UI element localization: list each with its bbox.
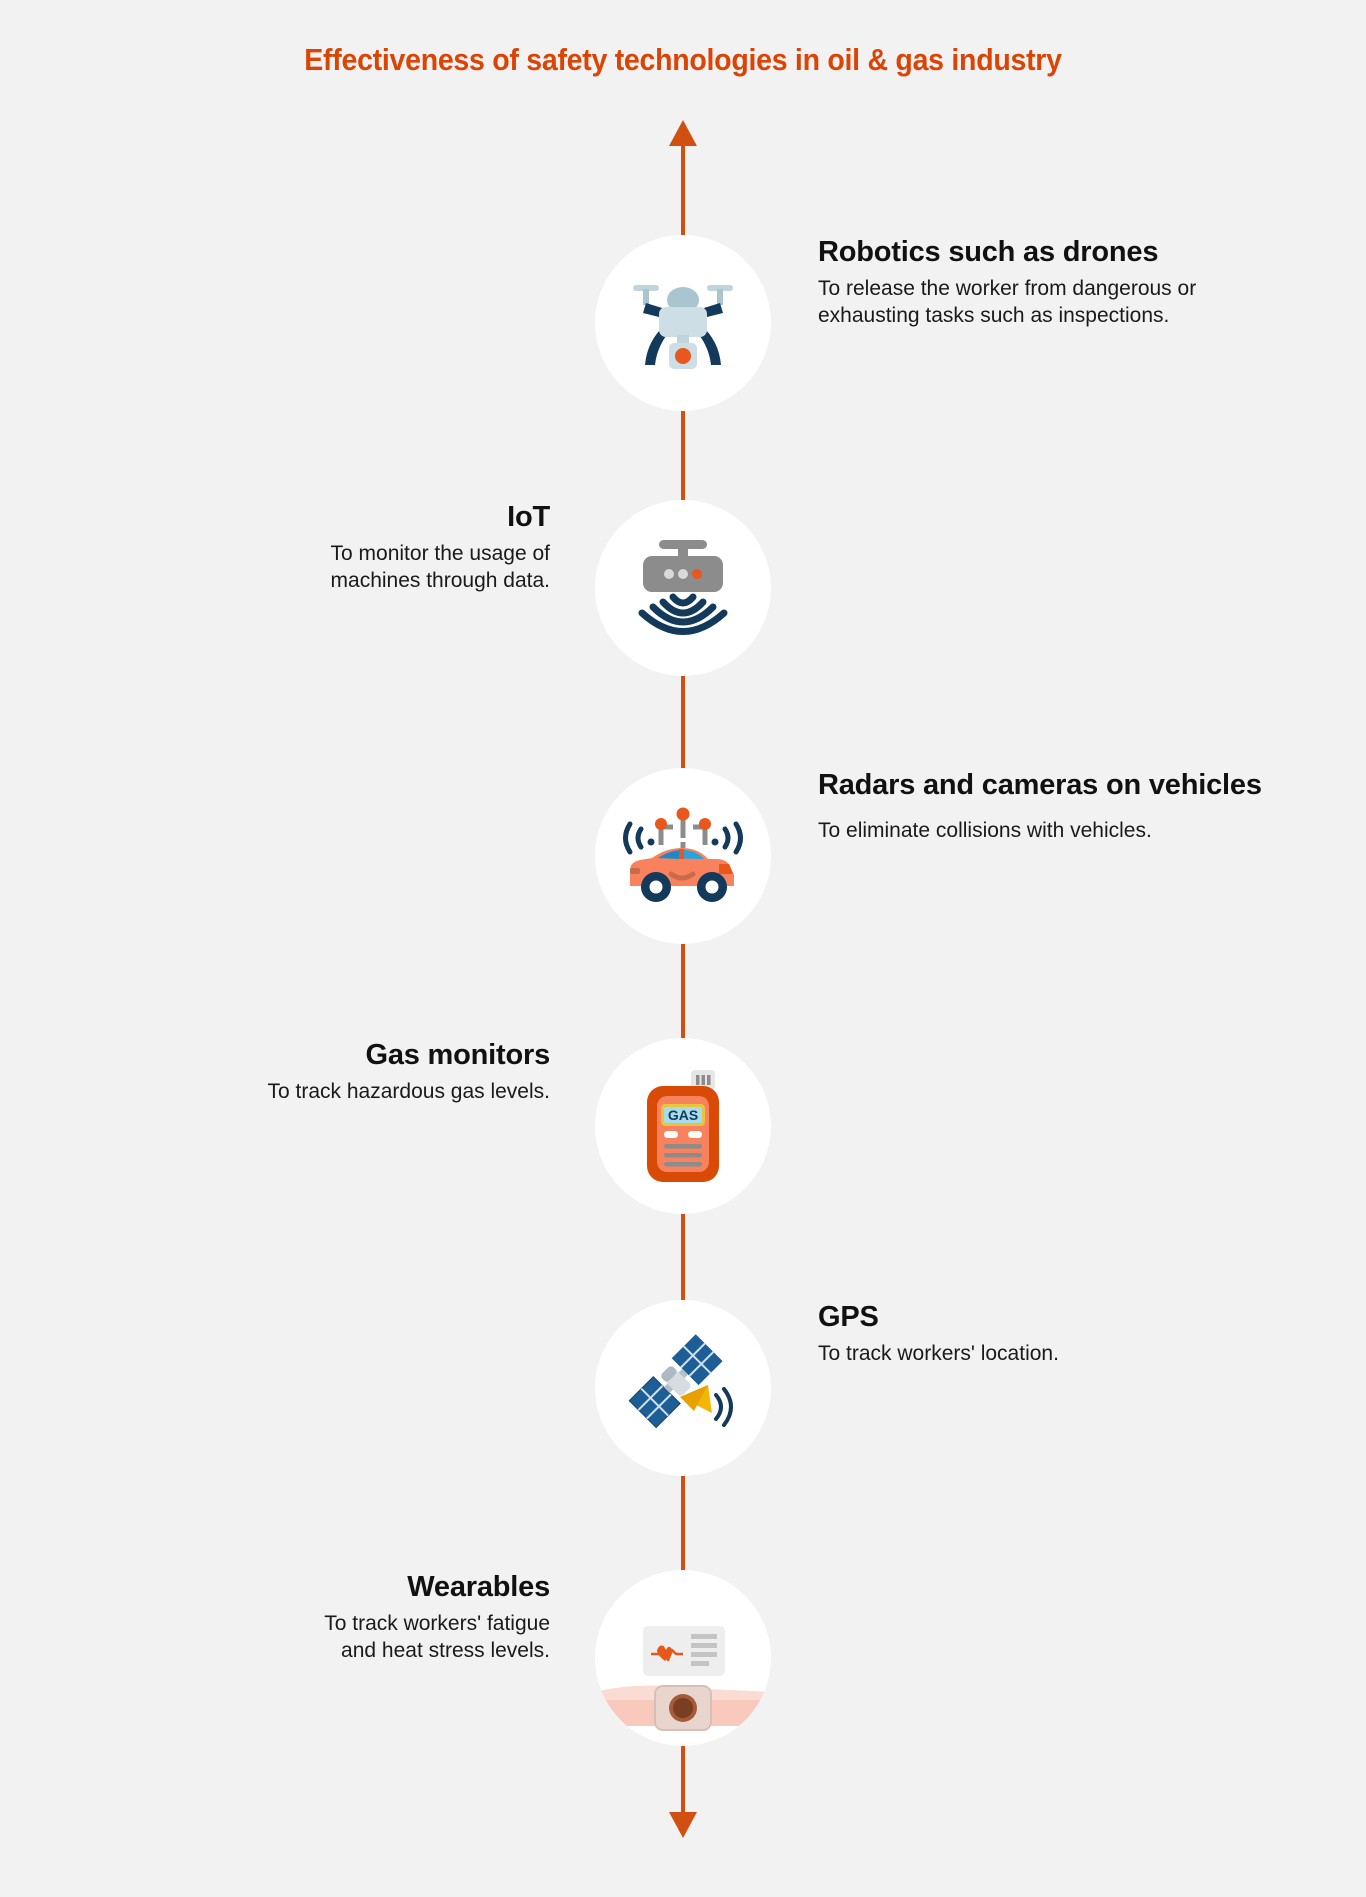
- icon-bubble-radar-vehicle: [595, 768, 771, 944]
- page-title: Effectiveness of safety technologies in …: [304, 42, 1062, 77]
- item-title: Gas monitors: [365, 1039, 550, 1071]
- item-title-line: Radars and cameras: [818, 769, 1099, 801]
- item-title: IoT: [507, 501, 550, 533]
- down-arrow-head-icon: [669, 1812, 697, 1838]
- drone-icon: [619, 269, 747, 377]
- gas-monitor-icon: GAS: [635, 1068, 731, 1184]
- gas-display-label: GAS: [668, 1107, 698, 1123]
- desc-line: To track workers' fatigue: [324, 1612, 550, 1635]
- icon-bubble-wearables: [595, 1570, 771, 1746]
- iot-sensor-icon: [623, 536, 743, 640]
- item-desc: To release the worker from dangerous or …: [818, 275, 1338, 329]
- desc-line: To track workers' location.: [818, 1342, 1059, 1365]
- item-title: Robotics such as drones: [818, 236, 1159, 268]
- list-item[interactable]: Robotics such as drones To release the w…: [0, 235, 1366, 415]
- icon-bubble-gas-monitor: GAS: [595, 1038, 771, 1214]
- timeline-spine: [681, 128, 685, 1834]
- list-item[interactable]: GPS To track workers' location.: [0, 1300, 1366, 1480]
- text-block-gas-monitor: Gas monitors To track hazardous gas leve…: [30, 1038, 551, 1105]
- desc-line: To release the worker from dangerous or: [818, 277, 1197, 300]
- item-title: Wearables: [407, 1571, 550, 1603]
- desc-line: exhausting tasks such as inspections.: [818, 304, 1170, 327]
- icon-bubble-robotics: [595, 235, 771, 411]
- item-title: GPS: [818, 1301, 879, 1333]
- radar-vehicle-icon: [616, 802, 750, 910]
- item-title-line: on vehicles: [1105, 769, 1262, 801]
- desc-line: and heat stress levels.: [341, 1639, 550, 1662]
- list-item[interactable]: IoT To monitor the usage of machines thr…: [0, 500, 1366, 680]
- item-desc: To monitor the usage of machines through…: [30, 540, 550, 594]
- desc-line: To monitor the usage of: [330, 542, 550, 565]
- satellite-icon: [620, 1329, 746, 1447]
- text-block-wearables: Wearables To track workers' fatigue and …: [30, 1570, 550, 1664]
- list-item[interactable]: Wearables To track workers' fatigue and …: [0, 1570, 1366, 1750]
- desc-line: To eliminate collisions with vehicles.: [818, 819, 1152, 842]
- desc-line: machines through data.: [330, 569, 550, 592]
- item-desc: To eliminate collisions with vehicles.: [818, 817, 1338, 844]
- list-item[interactable]: Radars and cameras on vehicles To elimin…: [0, 768, 1366, 948]
- icon-bubble-iot: [595, 500, 771, 676]
- list-item[interactable]: GAS Gas monitors To track hazardous gas …: [0, 1038, 1366, 1218]
- text-block-iot: IoT To monitor the usage of machines thr…: [30, 500, 551, 594]
- smartwatch-icon: [595, 1570, 771, 1746]
- text-block-robotics: Robotics such as drones To release the w…: [818, 235, 1338, 329]
- item-desc: To track hazardous gas levels.: [30, 1078, 550, 1105]
- item-title: Radars and cameras on vehicles: [818, 768, 1338, 803]
- text-block-radar-vehicle: Radars and cameras on vehicles To elimin…: [818, 768, 1338, 844]
- text-block-gps: GPS To track workers' location.: [818, 1300, 1338, 1367]
- item-desc: To track workers' fatigue and heat stres…: [30, 1610, 550, 1664]
- desc-line: To track hazardous gas levels.: [267, 1080, 550, 1103]
- icon-bubble-gps: [595, 1300, 771, 1476]
- item-desc: To track workers' location.: [818, 1340, 1338, 1367]
